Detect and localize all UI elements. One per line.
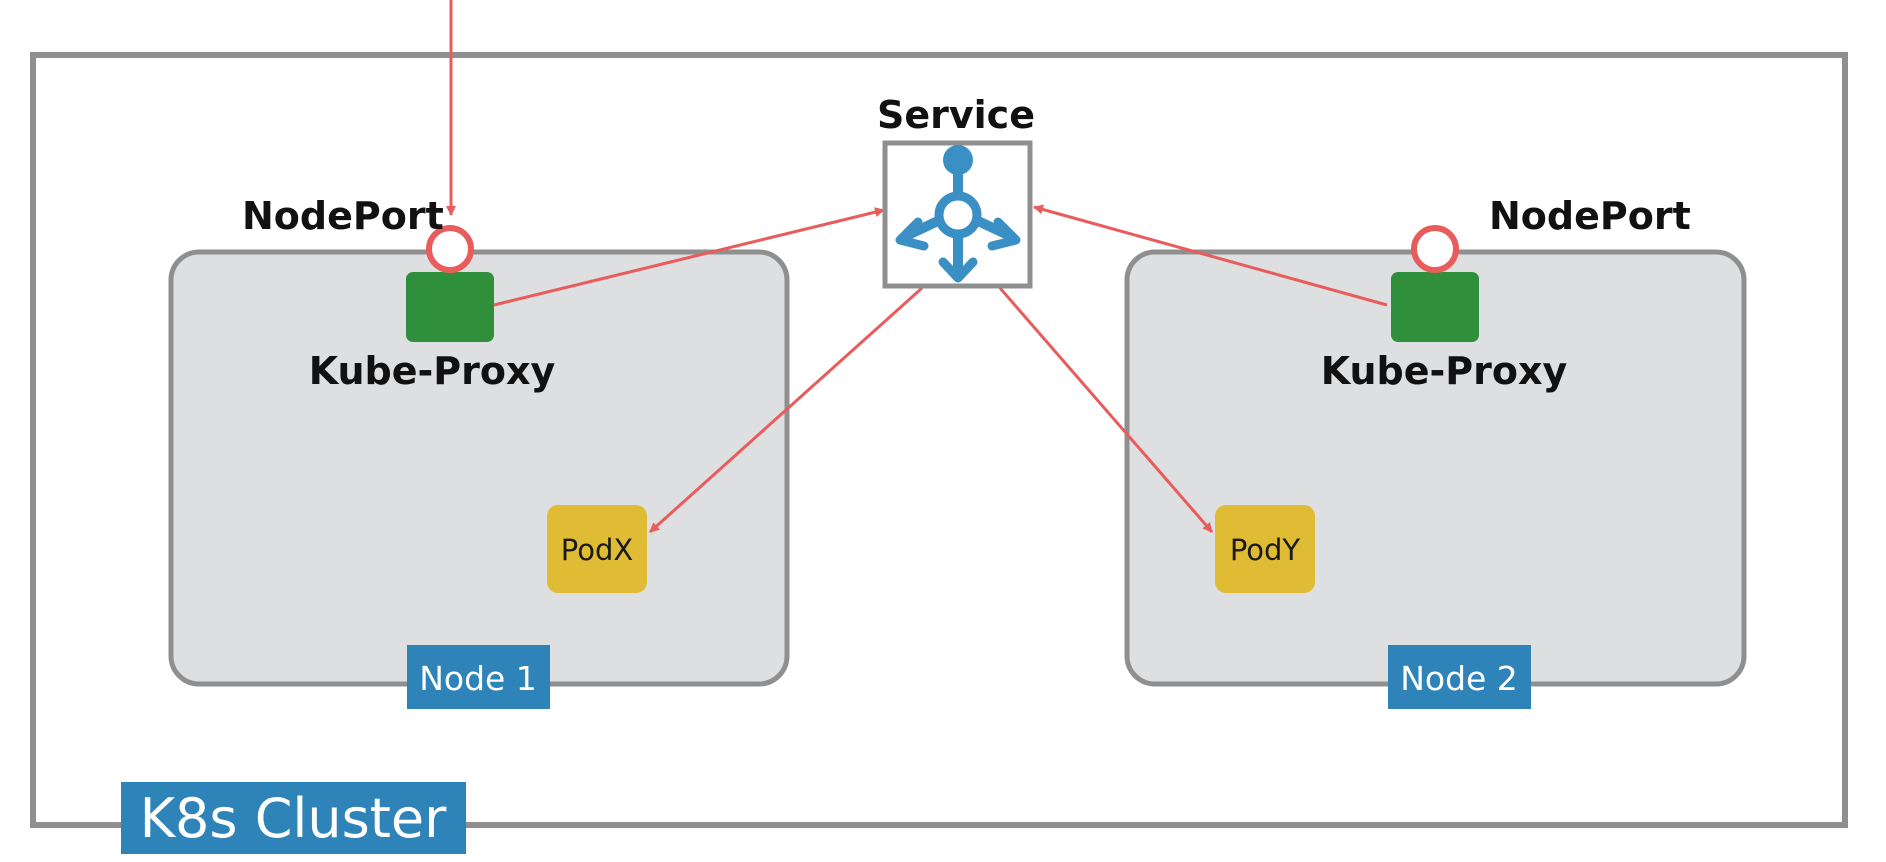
pod-y-label: PodY [1230, 533, 1301, 567]
cluster-boundary [30, 52, 1848, 828]
nodeport-2-label: NodePort [1489, 194, 1691, 238]
kube-proxy-2 [1391, 272, 1479, 342]
nodeport-1-label: NodePort [242, 194, 444, 238]
node-1-badge [407, 645, 550, 709]
node-2-label: Node 2 [1400, 659, 1518, 698]
proxy1-to-service-arrow [493, 207, 885, 307]
proxy2-to-service-arrow [1033, 204, 1388, 307]
service-hub-icon [895, 145, 1021, 283]
kube-proxy-1 [406, 272, 494, 342]
cluster-badge [121, 782, 466, 854]
kube-proxy-1-label: Kube-Proxy [309, 349, 556, 393]
service-to-podx-arrow [648, 286, 924, 534]
service-to-pody-arrow [998, 287, 1214, 533]
node-1-label: Node 1 [419, 659, 537, 698]
pod-x-label: PodX [561, 533, 633, 567]
pod-y [1215, 505, 1315, 593]
cluster-label: K8s Cluster [140, 787, 448, 850]
service-label: Service [877, 93, 1035, 137]
nodeport-2 [1411, 225, 1459, 273]
kube-proxy-2-label: Kube-Proxy [1321, 349, 1568, 393]
pod-x [547, 505, 647, 593]
service-box [882, 140, 1033, 289]
node-2-badge [1388, 645, 1531, 709]
nodeport-1 [426, 225, 474, 273]
